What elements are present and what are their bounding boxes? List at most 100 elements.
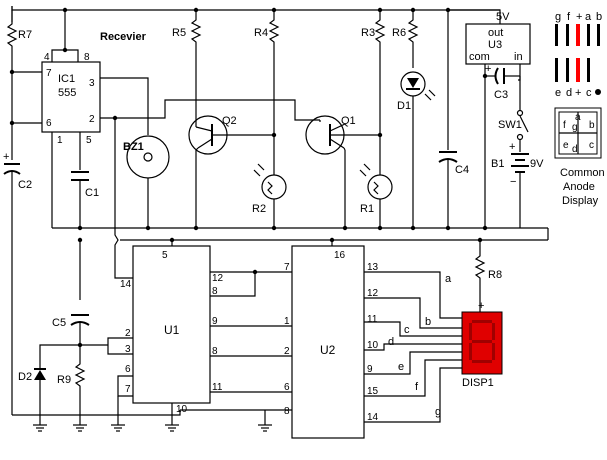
bottom-ground-rail bbox=[12, 409, 292, 416]
label-disp-plus: + bbox=[478, 300, 484, 312]
label-c2-plus: + bbox=[3, 151, 9, 163]
seven-segment-display: DISP1 bbox=[461, 311, 503, 389]
u2-pin16: 16 bbox=[334, 250, 346, 261]
ic-u1: U1 5 14 12 8 9 8 11 2 3 6 7 10 bbox=[120, 245, 224, 420]
legend-seg-a: a bbox=[575, 112, 581, 123]
label-b1: B1 bbox=[491, 158, 504, 170]
label-r1: R1 bbox=[360, 203, 374, 215]
label-b1-minus: − bbox=[510, 176, 516, 188]
ic1-name: IC1 bbox=[58, 73, 75, 85]
legend-seg-e: e bbox=[563, 140, 569, 151]
u3-out: out bbox=[488, 27, 503, 39]
u1-pin14: 14 bbox=[120, 279, 132, 290]
label-r2: R2 bbox=[252, 203, 266, 215]
label-r4: R4 bbox=[254, 27, 268, 39]
u2-pin2: 2 bbox=[284, 346, 290, 357]
wire-label-e: e bbox=[398, 361, 404, 373]
ic1-pin5: 5 bbox=[86, 135, 92, 146]
wire-label-a: a bbox=[445, 273, 452, 285]
legend-segment-map: a f g b e d c Common Anode Display bbox=[554, 107, 605, 207]
legend-top-f: f bbox=[567, 11, 571, 23]
wires-555-left bbox=[9, 55, 42, 160]
legend-pinout: g f + a b e d + c bbox=[555, 11, 602, 99]
resistor-r6: R6 bbox=[392, 7, 419, 68]
legend-seg-c: c bbox=[589, 140, 594, 151]
u2-pin12: 12 bbox=[367, 288, 379, 299]
transistor-q2: Q2 bbox=[188, 110, 274, 228]
label-r5: R5 bbox=[172, 27, 186, 39]
capacitor-c1: C1 bbox=[71, 171, 99, 228]
ground-symbol-2 bbox=[73, 420, 87, 432]
label-q1: Q1 bbox=[341, 115, 356, 127]
buzzer-bz1: BZ1 bbox=[123, 135, 170, 228]
capacitor-c3: + C3 bbox=[482, 63, 520, 101]
u3-in: in bbox=[514, 51, 523, 63]
ground-symbol-4 bbox=[165, 420, 179, 432]
legend-caption-2: Anode bbox=[563, 181, 595, 193]
legend-top-a: a bbox=[585, 11, 592, 23]
wire-label-d: d bbox=[388, 336, 394, 348]
u1-pin9: 9 bbox=[212, 316, 218, 327]
legend-caption-1: Common bbox=[560, 167, 605, 179]
u2-pin1: 1 bbox=[284, 316, 290, 327]
u2-pin9: 9 bbox=[367, 364, 373, 375]
legend-bottom-e: e bbox=[555, 87, 561, 99]
legend-seg-b: b bbox=[589, 120, 595, 131]
legend-seg-g: g bbox=[572, 122, 578, 133]
led-d1: D1 bbox=[397, 71, 436, 228]
resistor-r5: R5 bbox=[172, 7, 202, 110]
wire-label-c: c bbox=[404, 324, 410, 336]
u2-pin6: 6 bbox=[284, 382, 290, 393]
u1-pin8a: 8 bbox=[212, 286, 218, 297]
ldr-r2: R2 bbox=[252, 163, 287, 228]
u1-pin6: 6 bbox=[125, 364, 131, 375]
ground-symbol-5 bbox=[258, 410, 272, 432]
diode-d2: D2 bbox=[18, 344, 80, 420]
legend-seg-f: f bbox=[563, 120, 566, 131]
legend-bottom-plus: + bbox=[575, 87, 581, 99]
label-sw1: SW1 bbox=[498, 119, 522, 131]
legend-top-g: g bbox=[555, 11, 561, 23]
resistor-r8: R8 + bbox=[474, 237, 502, 312]
label-d1: D1 bbox=[397, 100, 411, 112]
u1-name: U1 bbox=[164, 323, 180, 337]
u1-pin8: 8 bbox=[212, 346, 218, 357]
label-b1-plus: + bbox=[509, 141, 515, 153]
label-disp1: DISP1 bbox=[462, 377, 494, 389]
label-q2: Q2 bbox=[222, 115, 237, 127]
label-r9: R9 bbox=[57, 374, 71, 386]
legend-caption-3: Display bbox=[562, 195, 599, 207]
ic1-pin4: 4 bbox=[44, 52, 50, 63]
label-b1-voltage: 9V bbox=[530, 158, 544, 170]
ldr-r1: R1 bbox=[359, 163, 393, 228]
u1-pin5: 5 bbox=[162, 250, 168, 261]
ic1-pin8: 8 bbox=[84, 52, 90, 63]
u1-pin3: 3 bbox=[125, 344, 131, 355]
ic1-type: 555 bbox=[58, 87, 76, 99]
resistor-r9: R9 bbox=[57, 358, 86, 420]
capacitor-c5: C5 bbox=[52, 314, 90, 358]
capacitor-c4: C4 bbox=[438, 7, 469, 228]
u2-pin7: 7 bbox=[284, 262, 290, 273]
battery-b1: + − B1 9V bbox=[491, 140, 544, 228]
u2-name: U2 bbox=[320, 343, 336, 357]
u1-pin11: 11 bbox=[212, 382, 223, 393]
ic1-title: Recevier bbox=[100, 31, 147, 43]
capacitor-c2: + C2 bbox=[3, 151, 32, 415]
label-r7: R7 bbox=[18, 29, 32, 41]
resistor-r4: R4 bbox=[254, 7, 280, 175]
u2-pin14: 14 bbox=[367, 412, 379, 423]
label-c4: C4 bbox=[455, 164, 469, 176]
transistor-q1: Q1 bbox=[305, 115, 380, 228]
label-bz1: BZ1 bbox=[123, 141, 144, 153]
u2-pin8: 8 bbox=[284, 406, 290, 417]
label-c3-plus: + bbox=[485, 63, 491, 75]
label-r6: R6 bbox=[392, 27, 406, 39]
ic1-pin6: 6 bbox=[46, 118, 52, 129]
ic1-555-timer: Recevier IC1 555 7 6 4 8 3 2 1 5 bbox=[41, 7, 147, 228]
wire-label-b: b bbox=[425, 316, 431, 328]
legend-bottom-c: c bbox=[586, 87, 592, 99]
u1-pin7: 7 bbox=[125, 384, 131, 395]
ic1-pin7: 7 bbox=[46, 68, 52, 79]
